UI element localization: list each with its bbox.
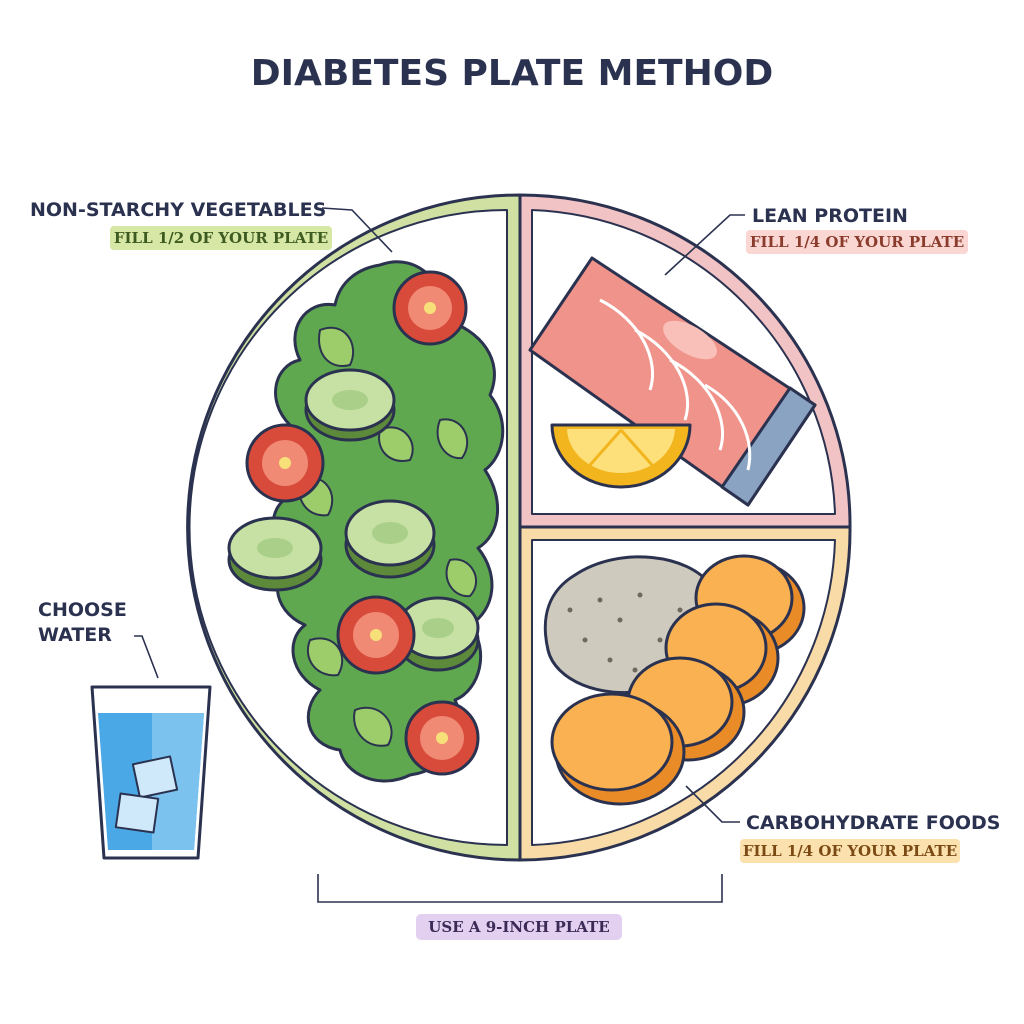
tomato-slice-icon [336, 595, 416, 675]
cucumber-slice-icon [304, 368, 396, 442]
vegetables-label: NON-STARCHY VEGETABLES [30, 199, 326, 221]
lettuce-leaf [436, 418, 469, 460]
plate-size-tag [416, 914, 622, 940]
carbs-tag [740, 839, 960, 863]
vegetables-tag [110, 226, 332, 250]
lettuce-leaf [318, 326, 355, 367]
water-leader [134, 635, 159, 679]
vegetables-leader [321, 207, 393, 253]
cucumber-slice-icon [227, 516, 323, 592]
carbs-label: CARBOHYDRATE FOODS [746, 812, 1001, 834]
water-glass-icon [90, 685, 212, 860]
cucumber-slice-icon [344, 499, 436, 579]
protein-tag-text: FILL 1/4 OF YOUR PLATE [750, 233, 964, 251]
protein-leader [664, 214, 745, 276]
tomato-slice-icon [404, 700, 480, 776]
page-title: DIABETES PLATE METHOD [251, 53, 773, 94]
lettuce-leaf [445, 558, 477, 598]
ice-cube-icon [114, 792, 160, 834]
carbs-leader [685, 785, 740, 823]
protein-tag [746, 230, 968, 254]
lettuce-leaf [307, 637, 344, 677]
sweet-potato-slices-icon [550, 554, 806, 806]
carbs-tag-text: FILL 1/4 OF YOUR PLATE [743, 842, 957, 860]
lemon-wedge-icon [550, 423, 692, 489]
plate-size-tag-text: USE A 9-INCH PLATE [428, 918, 609, 936]
water-label-line1: CHOOSE [38, 599, 127, 621]
salad [227, 260, 505, 783]
plate-size-bracket [317, 874, 723, 903]
cucumber-slice-icon [396, 596, 480, 672]
ice-cube-icon [131, 755, 179, 799]
lettuce-leaf [378, 426, 414, 462]
tomato-slice-icon [245, 423, 325, 503]
protein-label: LEAN PROTEIN [752, 205, 908, 227]
vegetables-tag-text: FILL 1/2 OF YOUR PLATE [114, 229, 328, 247]
lettuce-leaf [353, 706, 393, 747]
water-label-line2: WATER [38, 624, 112, 646]
salmon-fillet-icon [528, 256, 817, 507]
tomato-slice-icon [392, 270, 468, 346]
